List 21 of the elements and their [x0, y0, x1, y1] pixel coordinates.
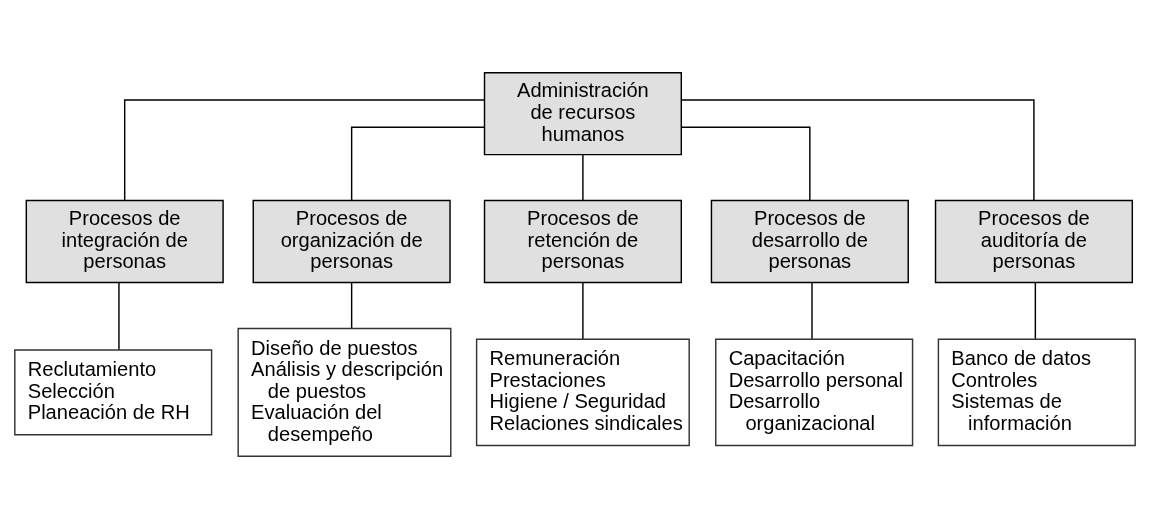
connector: [1034, 282, 1037, 340]
connector: [680, 99, 1035, 201]
node-box: Procesos de retención de personas: [483, 199, 682, 284]
node-box: Banco de datos Controles Sistemas de información: [937, 338, 1136, 447]
node-box: Procesos de desarrollo de personas: [710, 199, 909, 284]
connector: [582, 282, 584, 340]
connector: [582, 154, 584, 202]
connector: [350, 282, 353, 329]
connector: [124, 99, 485, 201]
connector: [811, 282, 813, 340]
node-box: Capacitación Desarrollo personal Desarrollo organizacional: [715, 338, 914, 447]
node-box: Administración de recursos humanos: [483, 72, 682, 156]
node-box: Procesos de integración de personas: [25, 199, 224, 284]
connector: [350, 126, 485, 201]
connector: [681, 126, 811, 201]
node-box: Procesos de auditoría de personas: [934, 199, 1134, 284]
node-box: Reclutamiento Selección Planeación de RH: [14, 349, 213, 436]
node-box: Procesos de organización de personas: [252, 199, 451, 284]
connector: [118, 282, 120, 351]
node-box: Diseño de puestos Análisis y descripción de puestos Evaluación del desempeño: [237, 327, 452, 457]
node-box: Remuneración Prestaciones Higiene / Seguridad Relaciones sindicales: [475, 338, 690, 447]
